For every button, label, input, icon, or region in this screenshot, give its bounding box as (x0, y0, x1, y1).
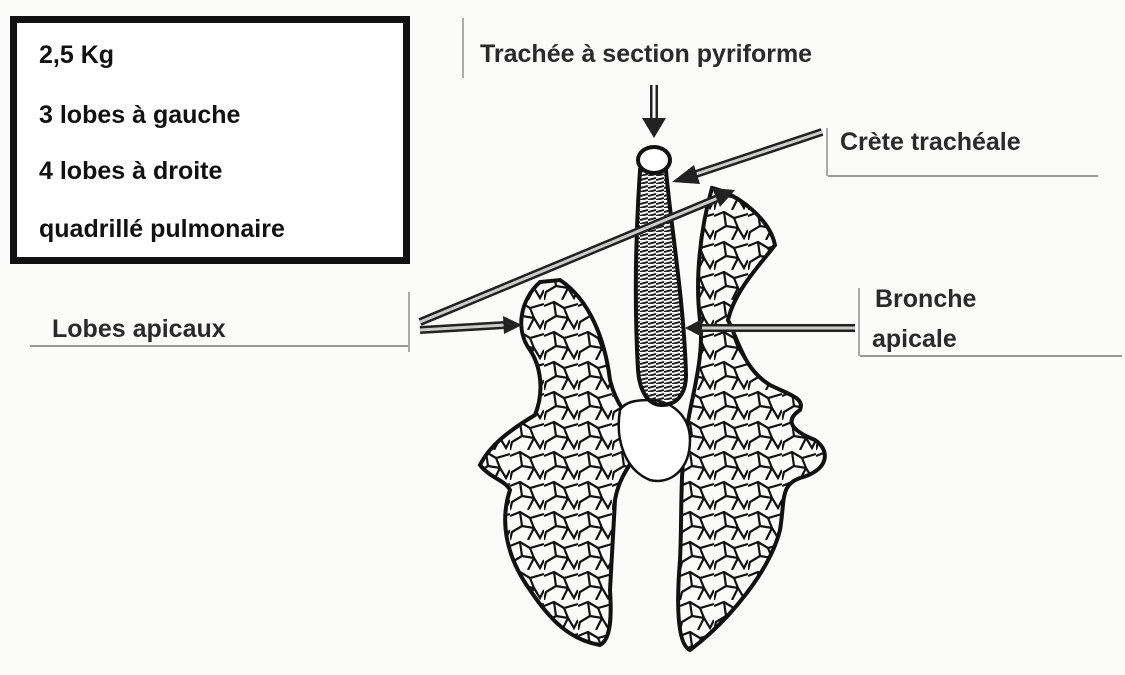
trachea-section (638, 147, 670, 173)
right-lung (678, 188, 825, 650)
left-lung (480, 280, 650, 645)
arrow-trachea (642, 85, 666, 138)
arrow-tracheal-crest (672, 132, 822, 184)
trachea (636, 170, 686, 405)
